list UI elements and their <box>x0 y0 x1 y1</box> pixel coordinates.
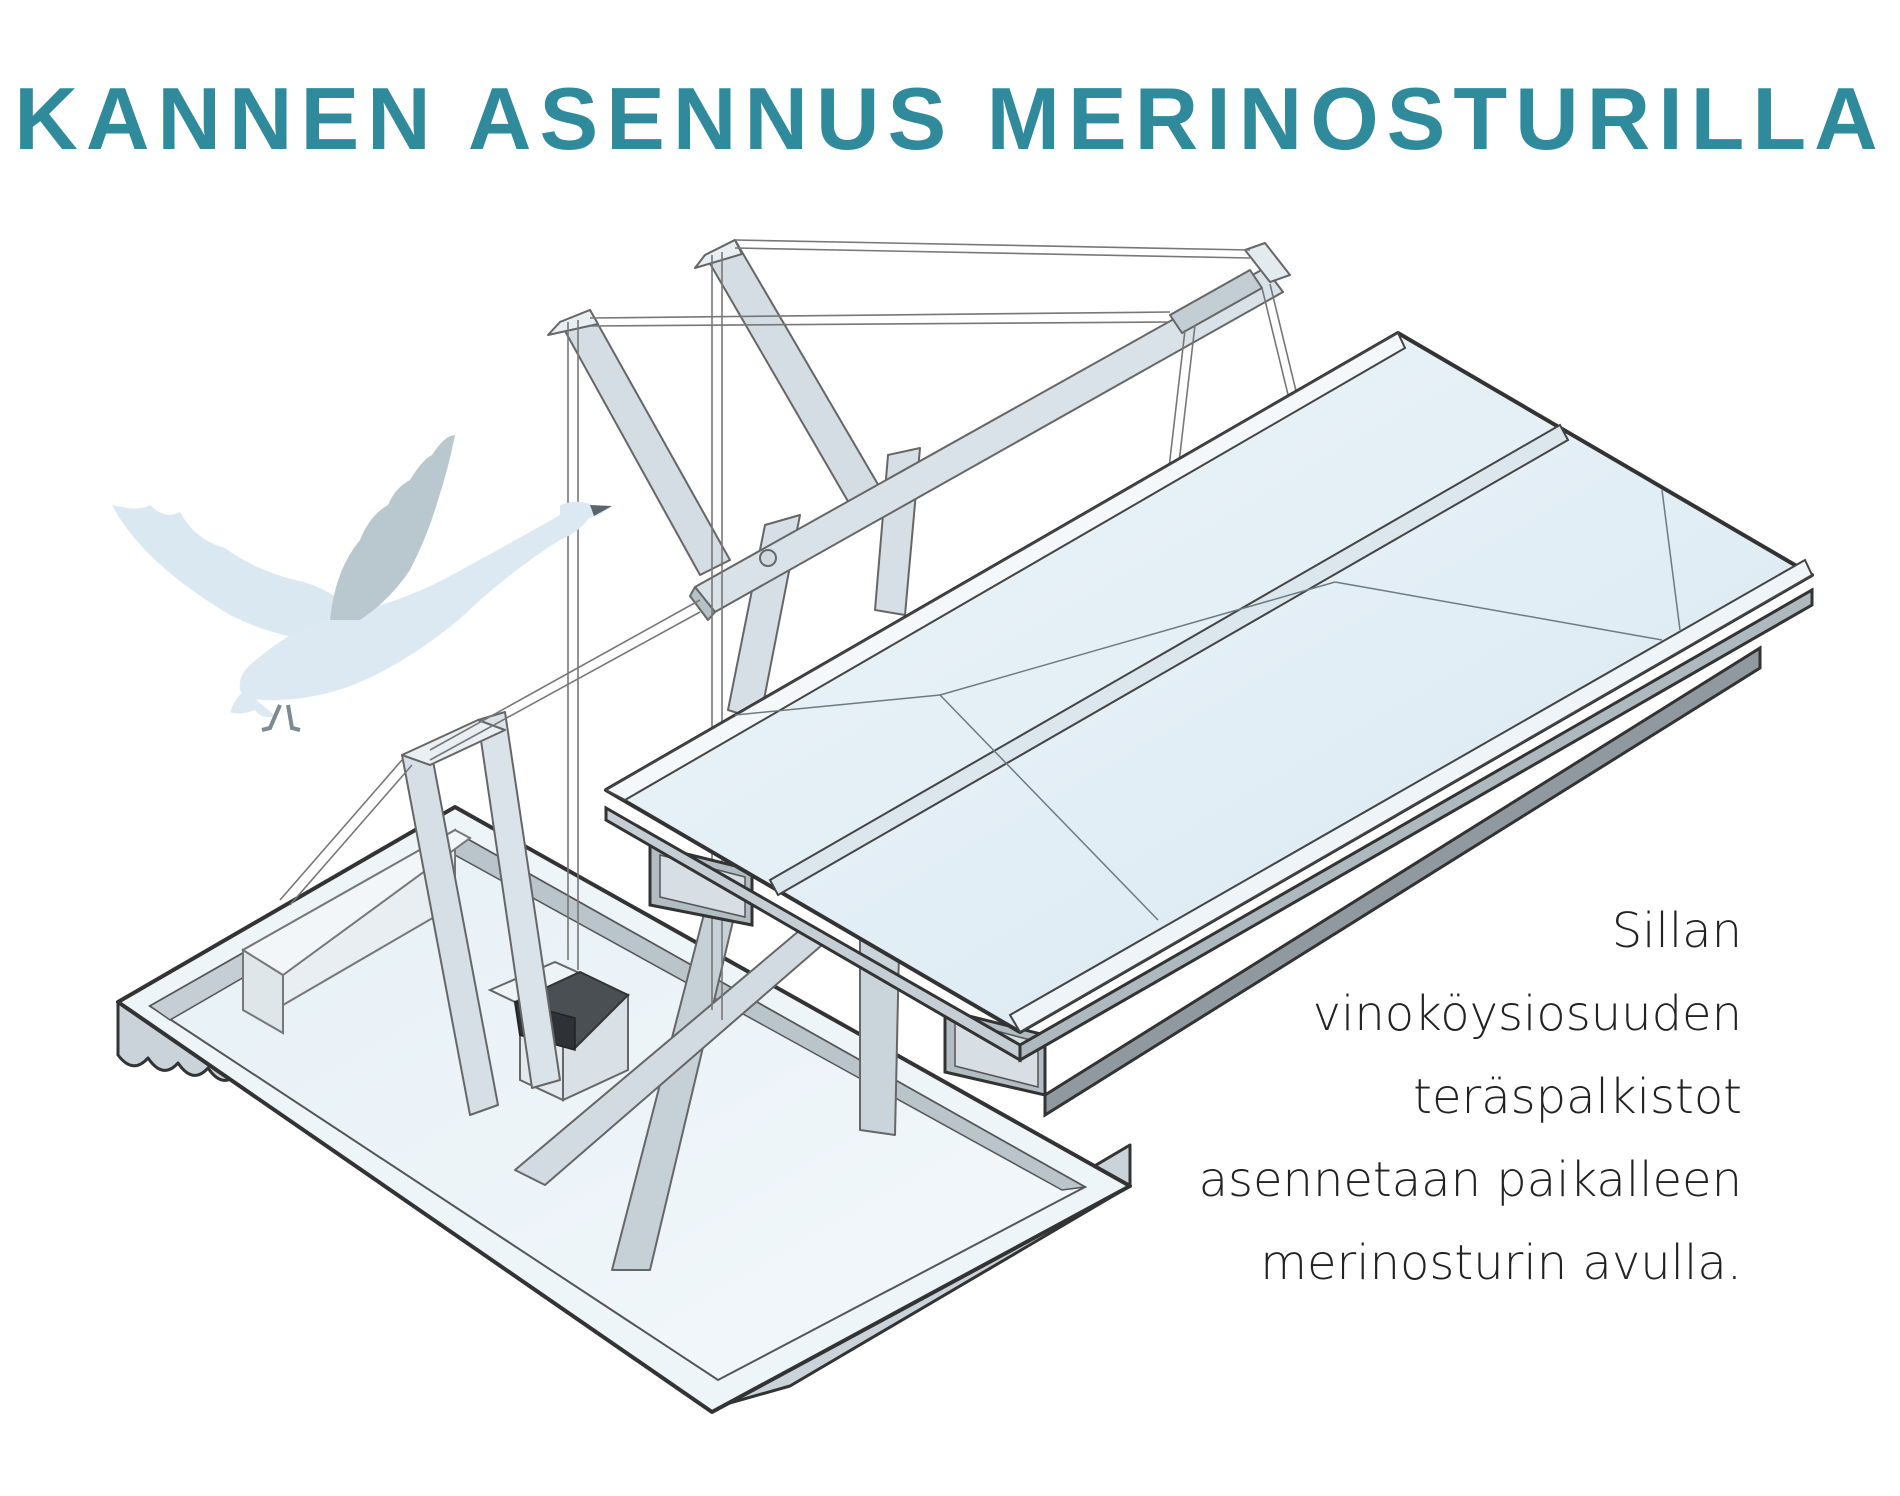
caption-text: Sillan vinoköysiosuuden teräspalkistot a… <box>1102 890 1742 1305</box>
machinery-box <box>241 828 472 1035</box>
diagram-title: KANNEN ASENNUS MERINOSTURILLA <box>14 69 1886 168</box>
swan-wing-back <box>112 505 340 640</box>
deck-parapet-rear <box>603 331 1407 802</box>
crane-structure <box>401 239 1291 1271</box>
crane-a-frame-right-leg <box>477 711 561 1089</box>
caption-line: Sillan <box>1611 903 1742 959</box>
swan-illustration <box>112 435 612 732</box>
caption-line: asennetaan paikalleen <box>1198 1152 1742 1208</box>
deck-centre-kerb <box>768 423 1570 897</box>
caption-line: teräspalkistot <box>1413 1069 1742 1125</box>
swan-beak <box>590 505 612 516</box>
swan-feet <box>261 704 301 732</box>
caption-line: merinosturin avulla. <box>1260 1235 1742 1291</box>
caption-line: vinoköysiosuuden <box>1312 986 1742 1042</box>
swan-head <box>560 501 612 519</box>
swan-wing-front <box>330 435 455 620</box>
swan-body <box>239 509 592 701</box>
bridge-deck-segment <box>603 331 1814 1118</box>
swan-tail <box>230 690 275 718</box>
crane-jib-right <box>704 239 891 523</box>
deck-girder-underside <box>1043 645 1762 1118</box>
crane-jib-left <box>559 309 731 576</box>
deck-parapet-front <box>1008 558 1814 1034</box>
